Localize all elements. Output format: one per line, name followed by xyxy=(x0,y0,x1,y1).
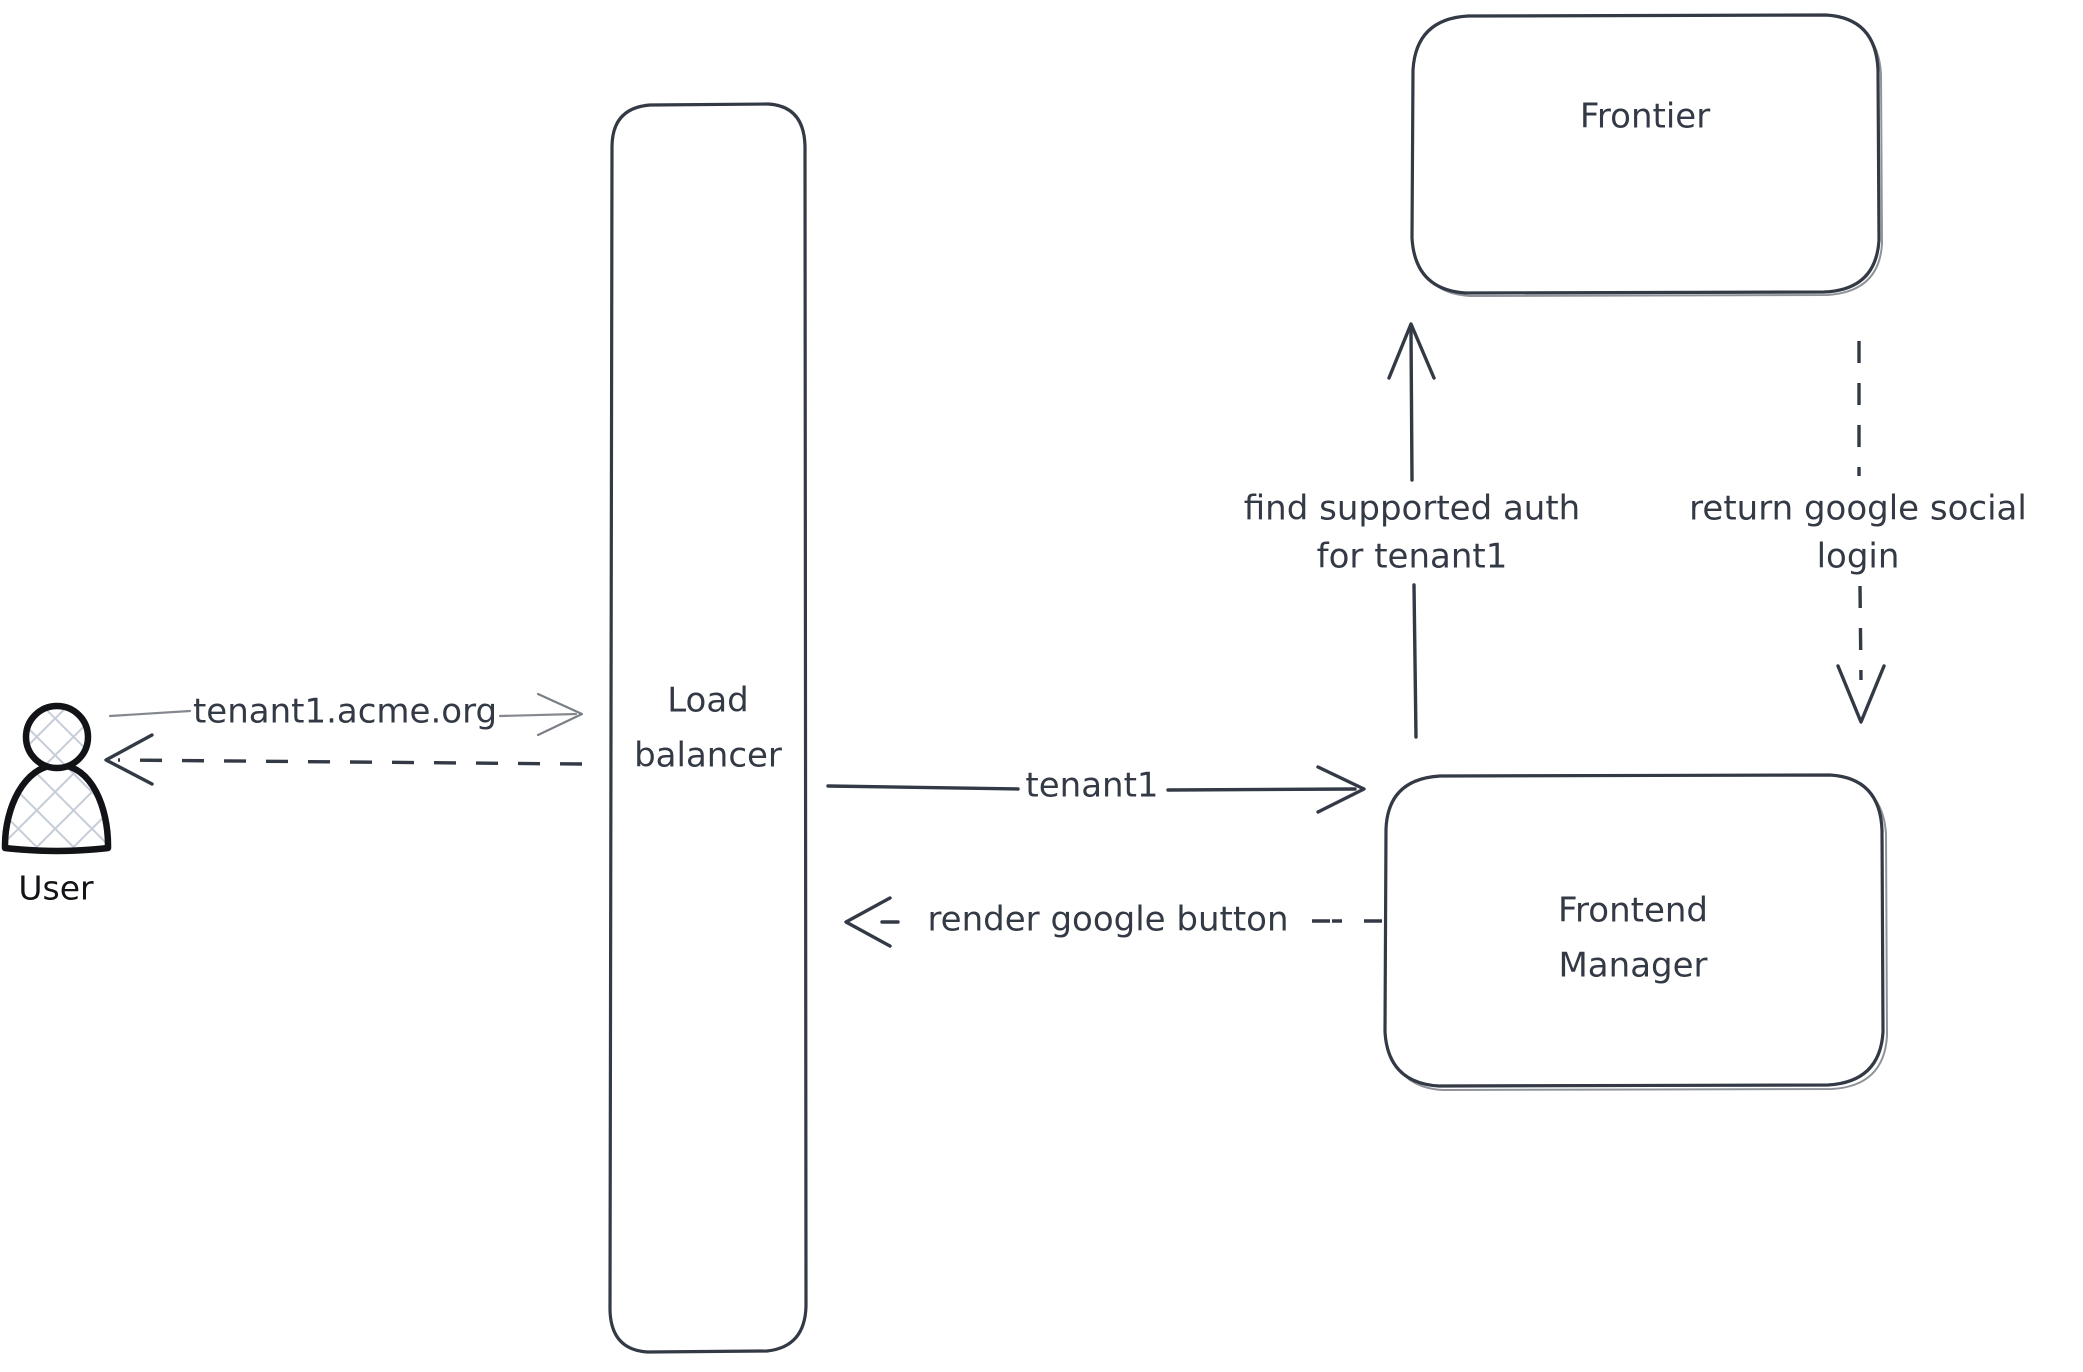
frontend-manager-shape xyxy=(1383,773,1885,1088)
edge-fm-to-frontier-label-line1: find supported auth xyxy=(1244,489,1580,529)
user-body xyxy=(1,761,112,855)
edge-lb-to-user-arrowhead xyxy=(104,733,154,786)
edge-fm-to-lb-arrowhead xyxy=(844,896,892,948)
edge-load-balancer-to-user[interactable] xyxy=(104,733,583,786)
edge-frontier-to-fm-arrowhead xyxy=(1836,664,1886,724)
edge-user-to-lb-label: tenant1.acme.org xyxy=(193,692,497,732)
user-label: User xyxy=(18,869,94,908)
edge-fm-to-frontier-seg-upper xyxy=(1409,328,1414,482)
edge-lb-to-user-line xyxy=(117,758,583,766)
edge-frontier-to-fm-label-line2: login xyxy=(1817,537,1900,577)
edge-user-to-lb-seg-right xyxy=(498,712,578,718)
frontier-label: Frontier xyxy=(1580,97,1710,137)
edge-frontend-manager-to-load-balancer[interactable]: render google button xyxy=(844,895,1382,948)
edge-frontier-to-fm-label-line1: return google social xyxy=(1689,489,2027,529)
load-balancer-label-line1: Load xyxy=(667,681,749,721)
load-balancer-shape xyxy=(608,102,808,1354)
edge-fm-to-lb-label: render google button xyxy=(927,900,1288,940)
user-head xyxy=(22,702,92,772)
node-load-balancer[interactable]: Load balancer xyxy=(608,102,808,1354)
edge-frontier-to-frontend-manager[interactable]: return google social login xyxy=(1685,341,2031,724)
edge-user-to-lb-arrowhead xyxy=(536,692,584,737)
edge-frontier-to-fm-seg-lower xyxy=(1858,585,1863,681)
edge-fm-to-frontier-arrowhead xyxy=(1387,322,1436,380)
edge-lb-to-fm-seg-left xyxy=(826,784,1020,791)
edge-fm-to-frontier-seg-lower xyxy=(1412,583,1418,739)
frontier-shape xyxy=(1410,13,1881,295)
edge-load-balancer-to-frontend-manager[interactable]: tenant1 xyxy=(826,761,1366,814)
node-frontier[interactable]: Frontier xyxy=(1410,13,1883,297)
edge-frontend-manager-to-frontier[interactable]: find supported auth for tenant1 xyxy=(1239,322,1585,739)
edge-lb-to-fm-label: tenant1 xyxy=(1025,766,1158,806)
edge-lb-to-fm-seg-right xyxy=(1166,787,1357,792)
edge-fm-to-frontier-label-line2: for tenant1 xyxy=(1317,537,1508,577)
edge-user-to-load-balancer[interactable]: tenant1.acme.org xyxy=(108,687,584,737)
actor-user[interactable]: User xyxy=(1,702,112,911)
edge-lb-to-fm-arrowhead xyxy=(1316,765,1366,814)
frontend-manager-label-line1: Frontend xyxy=(1558,891,1708,931)
node-frontend-manager[interactable]: Frontend Manager xyxy=(1383,773,1888,1091)
frontend-manager-label-line2: Manager xyxy=(1558,946,1707,986)
edge-user-to-lb-seg-left xyxy=(108,709,192,718)
load-balancer-label-line2: balancer xyxy=(634,736,782,776)
